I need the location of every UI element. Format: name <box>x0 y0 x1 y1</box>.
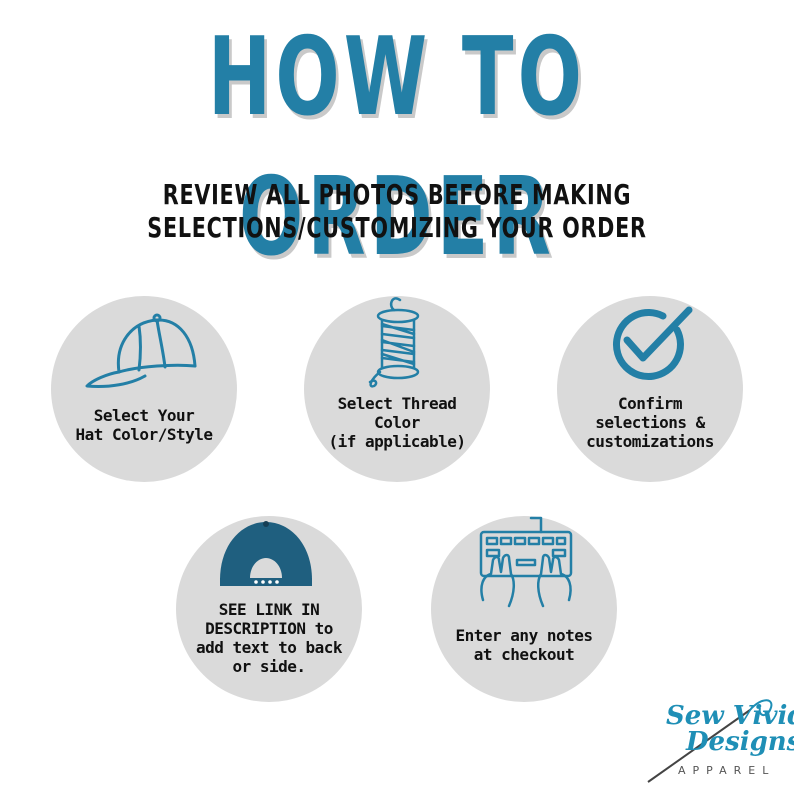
logo-text-line-2: Designs <box>686 727 794 757</box>
step-label: Enter any notes at checkout <box>455 626 594 664</box>
brand-logo: Sew Vivid Designs APPAREL <box>630 690 794 790</box>
page-title: HOW TO ORDER <box>207 15 587 280</box>
subtitle-line-2: SELECTIONS/CUSTOMIZING YOUR ORDER <box>147 211 647 244</box>
step-label: Select Your Hat Color/Style <box>75 406 214 444</box>
cap-back-icon <box>220 521 312 586</box>
subtitle-line-1: REVIEW ALL PHOTOS BEFORE MAKING <box>162 178 632 211</box>
check-circle-icon <box>612 306 693 381</box>
baseball-cap-icon <box>85 313 197 388</box>
step-select-thread: Select Thread Color (if applicable) <box>304 296 490 482</box>
page-subtitle: REVIEW ALL PHOTOS BEFORE MAKING SELECTIO… <box>103 178 691 244</box>
step-label: Select Thread Color (if applicable) <box>328 394 467 451</box>
keyboard-typing-icon <box>479 516 573 608</box>
logo-text-line-3: APPAREL <box>678 764 776 777</box>
step-enter-notes: Enter any notes at checkout <box>431 516 617 702</box>
step-label: SEE LINK IN DESCRIPTION to add text to b… <box>195 600 343 676</box>
thread-spool-icon <box>368 297 420 388</box>
needle-icon <box>647 699 773 783</box>
step-label: Confirm selections & customizations <box>586 394 714 451</box>
step-select-hat: Select Your Hat Color/Style <box>51 296 237 482</box>
step-see-link: SEE LINK IN DESCRIPTION to add text to b… <box>176 516 362 702</box>
step-confirm: Confirm selections & customizations <box>557 296 743 482</box>
logo-text-line-1: Sew Vivid <box>666 701 794 731</box>
